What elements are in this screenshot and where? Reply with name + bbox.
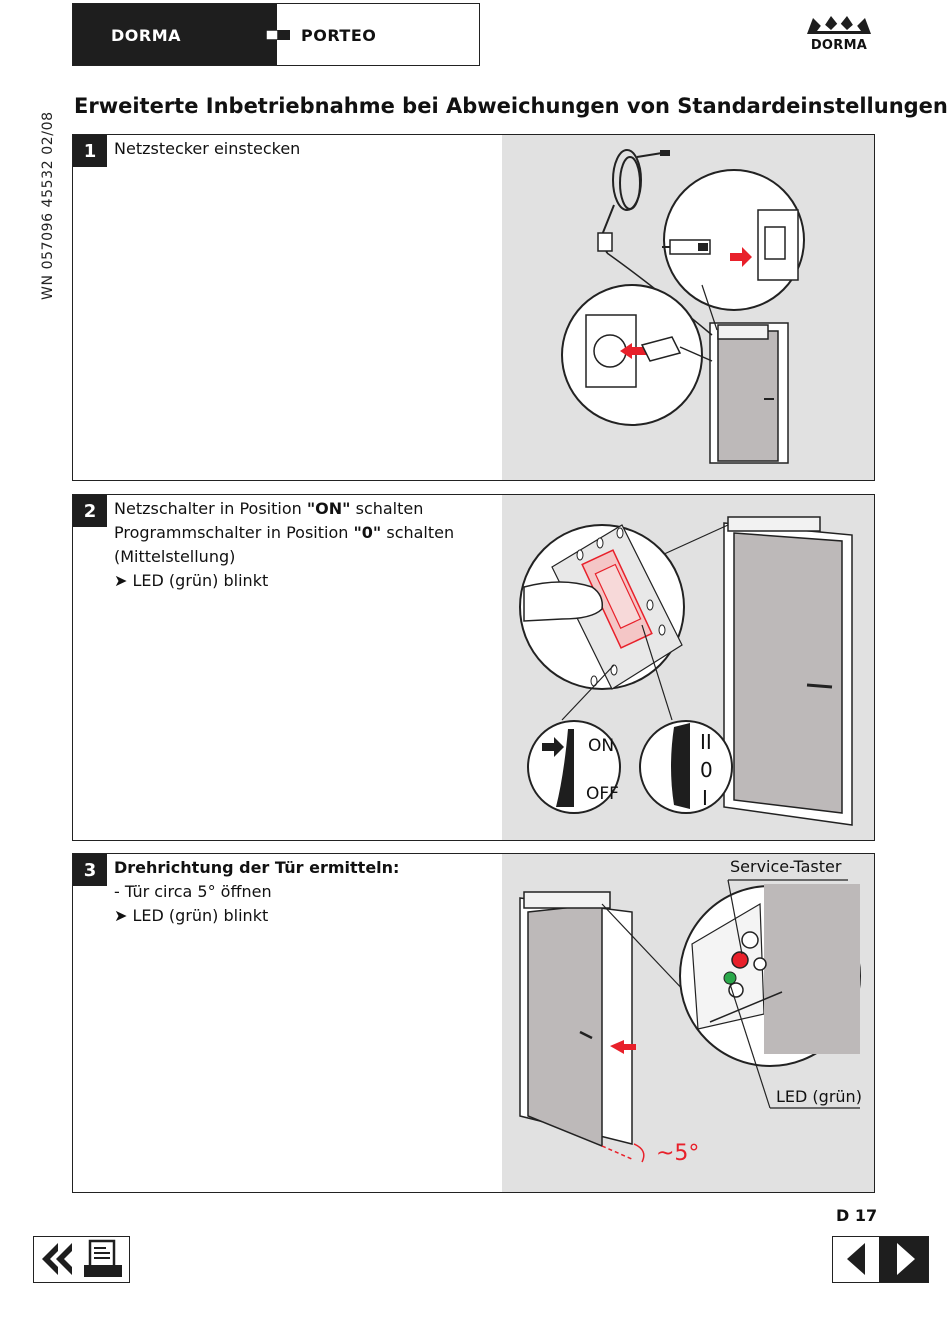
step-1-text: Netzstecker einstecken bbox=[114, 137, 300, 161]
header-tab: DORMA PORTEO bbox=[72, 3, 480, 66]
switch-label-i: I bbox=[702, 786, 708, 810]
step-2-line-3: (Mittelstellung) bbox=[114, 547, 236, 566]
brand-tab: DORMA bbox=[73, 4, 277, 65]
step-3-line-3: ➤ LED (grün) blinkt bbox=[114, 906, 269, 925]
step-2-line-2: Programmschalter in Position "0" schalte… bbox=[114, 521, 454, 545]
text-segment: schalten bbox=[381, 523, 455, 542]
triangle-left-icon[interactable] bbox=[847, 1243, 865, 1275]
step-2-illustration: ON OFF II 0 I bbox=[502, 495, 874, 840]
step-2-line-1: Netzschalter in Position "ON" schalten bbox=[114, 497, 454, 521]
step-2-box: 2 Netzschalter in Position "ON" schalten… bbox=[72, 494, 875, 841]
step-number: 3 bbox=[73, 854, 107, 886]
text-segment: Programmschalter in Position bbox=[114, 523, 354, 542]
triangle-right-icon[interactable] bbox=[897, 1243, 915, 1275]
step-number: 1 bbox=[73, 135, 107, 167]
page-title: Erweiterte Inbetriebnahme bei Abweichung… bbox=[74, 94, 948, 118]
back-print-icons bbox=[42, 1237, 129, 1282]
tab-marker-icon bbox=[266, 30, 290, 40]
door-direction-illustration: ~5° Service-Taster LED (grün) bbox=[519, 857, 862, 1166]
step-3-box: 3 Drehrichtung der Tür ermitteln: - Tür … bbox=[72, 853, 875, 1193]
angle-label: ~5° bbox=[656, 1141, 699, 1166]
product-tab-label: PORTEO bbox=[301, 26, 377, 45]
step-1-illustration bbox=[502, 135, 874, 480]
back-print-nav bbox=[33, 1236, 130, 1283]
led-label: LED (grün) bbox=[776, 1087, 862, 1106]
text-bold: "0" bbox=[353, 523, 382, 542]
switch-label-ii: II bbox=[700, 730, 712, 754]
print-icon[interactable] bbox=[84, 1239, 122, 1277]
step-1-line-1: Netzstecker einstecken bbox=[114, 139, 301, 158]
text-segment: Netzschalter in Position bbox=[114, 499, 307, 518]
prev-next-nav bbox=[832, 1236, 929, 1283]
step-number: 2 bbox=[73, 495, 107, 527]
step-3-line-1: Drehrichtung der Tür ermitteln: bbox=[114, 856, 399, 880]
step-2-line-4: ➤ LED (grün) blinkt bbox=[114, 571, 269, 590]
step-3-line-2: - Tür circa 5° öffnen bbox=[114, 882, 272, 901]
service-button-label: Service-Taster bbox=[730, 857, 842, 876]
switch-label-on: ON bbox=[588, 736, 614, 756]
step-3-illustration: ~5° Service-Taster LED (grün) bbox=[502, 854, 874, 1192]
brand-tab-label: DORMA bbox=[111, 26, 182, 45]
text-bold: Drehrichtung der Tür ermitteln: bbox=[114, 858, 400, 877]
switch-label-zero: 0 bbox=[700, 758, 713, 782]
prev-next-icons bbox=[833, 1237, 915, 1282]
switch-illustration: ON OFF II 0 I bbox=[519, 516, 853, 826]
page-number: D 17 bbox=[836, 1206, 878, 1225]
plug-illustration bbox=[561, 149, 805, 464]
logo-text: DORMA bbox=[810, 38, 868, 53]
double-chevron-left-icon[interactable] bbox=[42, 1243, 72, 1275]
text-segment: schalten bbox=[350, 499, 424, 518]
step-1-box: 1 Netzstecker einstecken bbox=[72, 134, 875, 481]
text-bold: "ON" bbox=[306, 499, 351, 518]
dorma-crown-icon bbox=[807, 16, 871, 34]
step-2-text: Netzschalter in Position "ON" schalten P… bbox=[114, 497, 454, 593]
document-number: WN 057096 45532 02/08 bbox=[40, 111, 56, 300]
switch-label-off: OFF bbox=[586, 784, 619, 804]
step-3-text: Drehrichtung der Tür ermitteln: - Tür ci… bbox=[114, 856, 399, 928]
